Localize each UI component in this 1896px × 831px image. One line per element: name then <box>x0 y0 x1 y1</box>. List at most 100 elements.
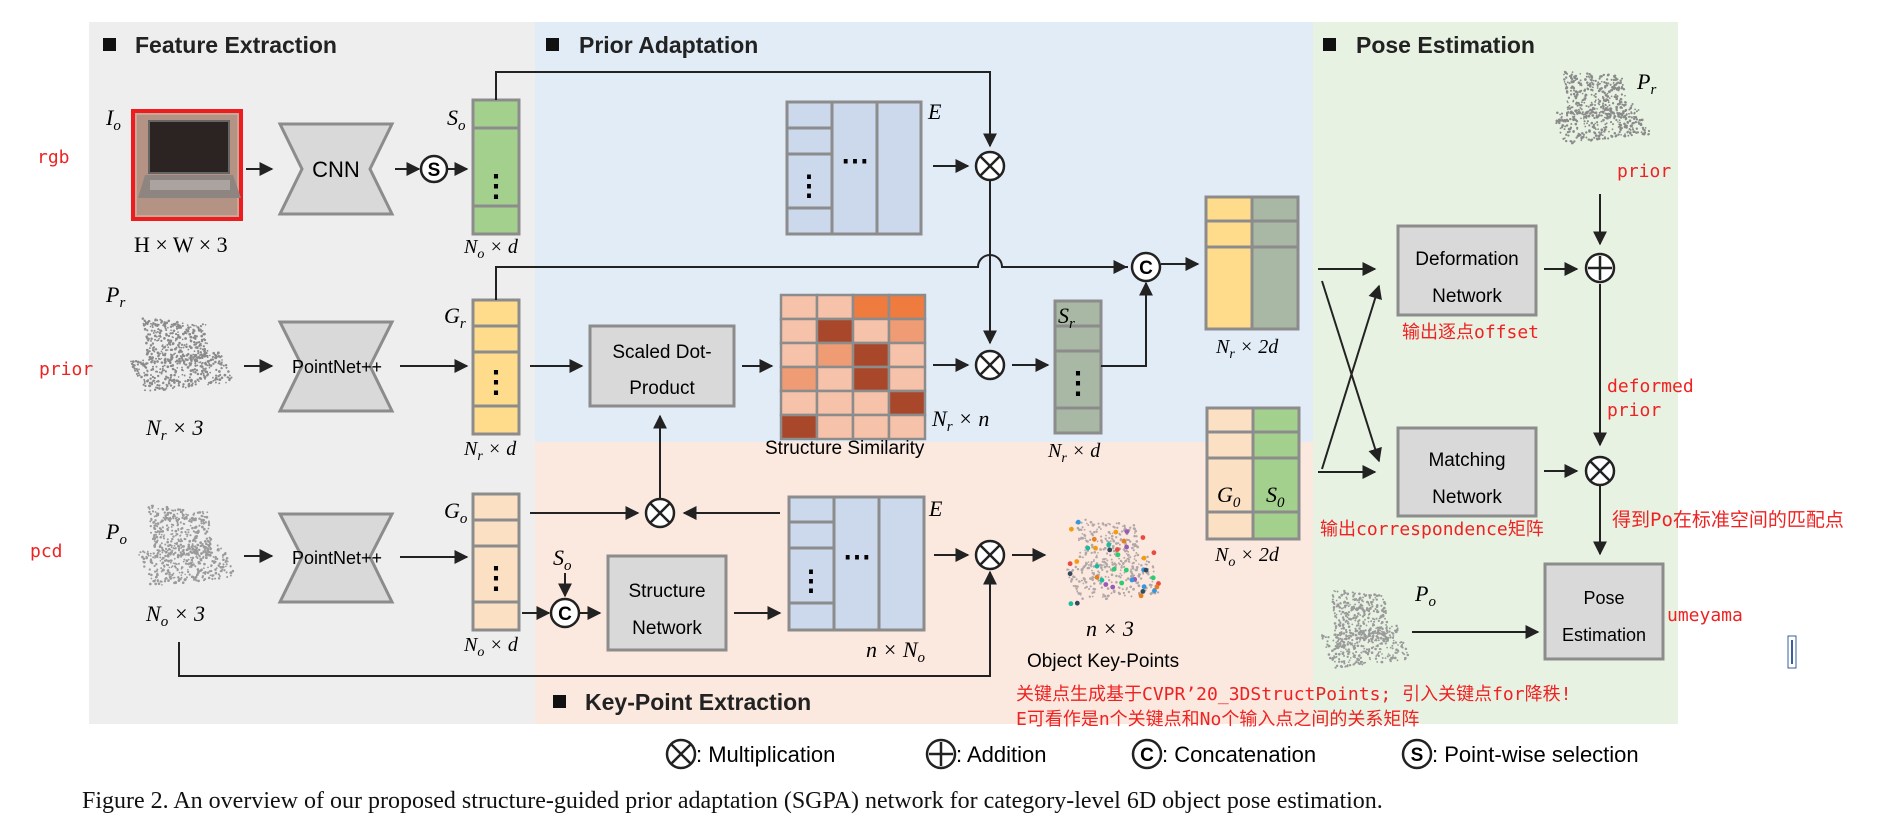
point <box>1621 83 1624 86</box>
point <box>1349 642 1353 646</box>
point <box>204 556 208 559</box>
point <box>1564 125 1567 128</box>
point <box>192 578 195 581</box>
point <box>155 365 158 368</box>
point <box>1123 571 1126 574</box>
similarity-cell <box>887 341 927 369</box>
point <box>188 376 191 379</box>
point <box>188 539 192 543</box>
point <box>177 331 179 333</box>
point <box>1395 624 1398 628</box>
point <box>1355 641 1359 644</box>
point <box>1634 116 1638 119</box>
point <box>1367 649 1371 653</box>
point <box>172 323 175 325</box>
keypoint <box>1085 545 1091 551</box>
point <box>151 342 155 345</box>
point <box>194 337 197 340</box>
point <box>174 371 177 374</box>
point <box>1369 600 1373 604</box>
point <box>1080 536 1083 539</box>
input-io-label: Io <box>105 105 121 134</box>
point <box>1572 92 1576 96</box>
point <box>180 574 183 576</box>
point <box>1616 95 1619 98</box>
point <box>1101 568 1104 571</box>
point <box>1566 131 1570 134</box>
point <box>1603 136 1607 140</box>
point <box>175 566 177 569</box>
point <box>201 348 204 351</box>
point <box>1621 77 1623 80</box>
point <box>201 323 204 326</box>
point <box>148 358 151 361</box>
point <box>1324 636 1327 639</box>
point <box>1357 601 1361 604</box>
point <box>149 325 152 328</box>
point <box>148 355 152 359</box>
point <box>1080 579 1083 582</box>
point <box>198 380 200 383</box>
point <box>1078 539 1080 542</box>
point <box>1102 548 1105 551</box>
point <box>1346 650 1349 653</box>
concat-icon: C <box>1130 251 1162 283</box>
point <box>1628 112 1630 115</box>
point <box>1118 592 1122 596</box>
point <box>196 372 200 376</box>
point <box>1592 123 1596 127</box>
point <box>1365 594 1368 597</box>
point <box>1372 598 1375 601</box>
point <box>1108 523 1111 526</box>
point <box>182 346 185 349</box>
point <box>1632 121 1635 125</box>
point <box>144 322 148 325</box>
point <box>1576 126 1579 129</box>
point <box>1574 74 1578 78</box>
point <box>1558 118 1561 121</box>
point <box>189 562 192 565</box>
point <box>1585 114 1588 118</box>
point <box>1360 633 1363 637</box>
similarity-cell <box>779 413 819 441</box>
point <box>174 347 177 351</box>
point <box>1121 588 1124 591</box>
point <box>187 552 190 555</box>
point <box>1406 653 1410 657</box>
point <box>1354 627 1357 630</box>
point <box>197 349 200 353</box>
point <box>1394 651 1397 654</box>
point <box>1097 552 1099 554</box>
point <box>1404 656 1407 660</box>
point <box>1384 642 1387 645</box>
point <box>1336 603 1339 606</box>
keypoint <box>1091 536 1097 542</box>
point <box>143 319 146 323</box>
point <box>155 386 157 389</box>
svg-text:⋯: ⋯ <box>841 145 869 176</box>
point <box>1087 564 1090 567</box>
point <box>1326 643 1329 646</box>
point <box>1392 635 1395 637</box>
point <box>1366 636 1369 638</box>
sim-caption: Structure Similarity <box>765 438 925 459</box>
point <box>175 563 178 566</box>
point <box>1564 83 1567 86</box>
point <box>137 372 140 375</box>
point <box>195 356 199 359</box>
point <box>1643 128 1646 132</box>
keypoint <box>1141 584 1147 590</box>
point <box>1360 651 1363 654</box>
point <box>1345 635 1348 638</box>
point <box>1614 93 1617 96</box>
point <box>1072 575 1075 579</box>
point <box>1076 585 1079 588</box>
point <box>1369 637 1372 640</box>
point <box>1626 131 1629 134</box>
input-po-label: Po <box>105 519 127 548</box>
point <box>1351 632 1355 636</box>
point <box>216 557 219 561</box>
point <box>153 360 156 363</box>
point <box>179 543 182 546</box>
point <box>180 566 184 569</box>
